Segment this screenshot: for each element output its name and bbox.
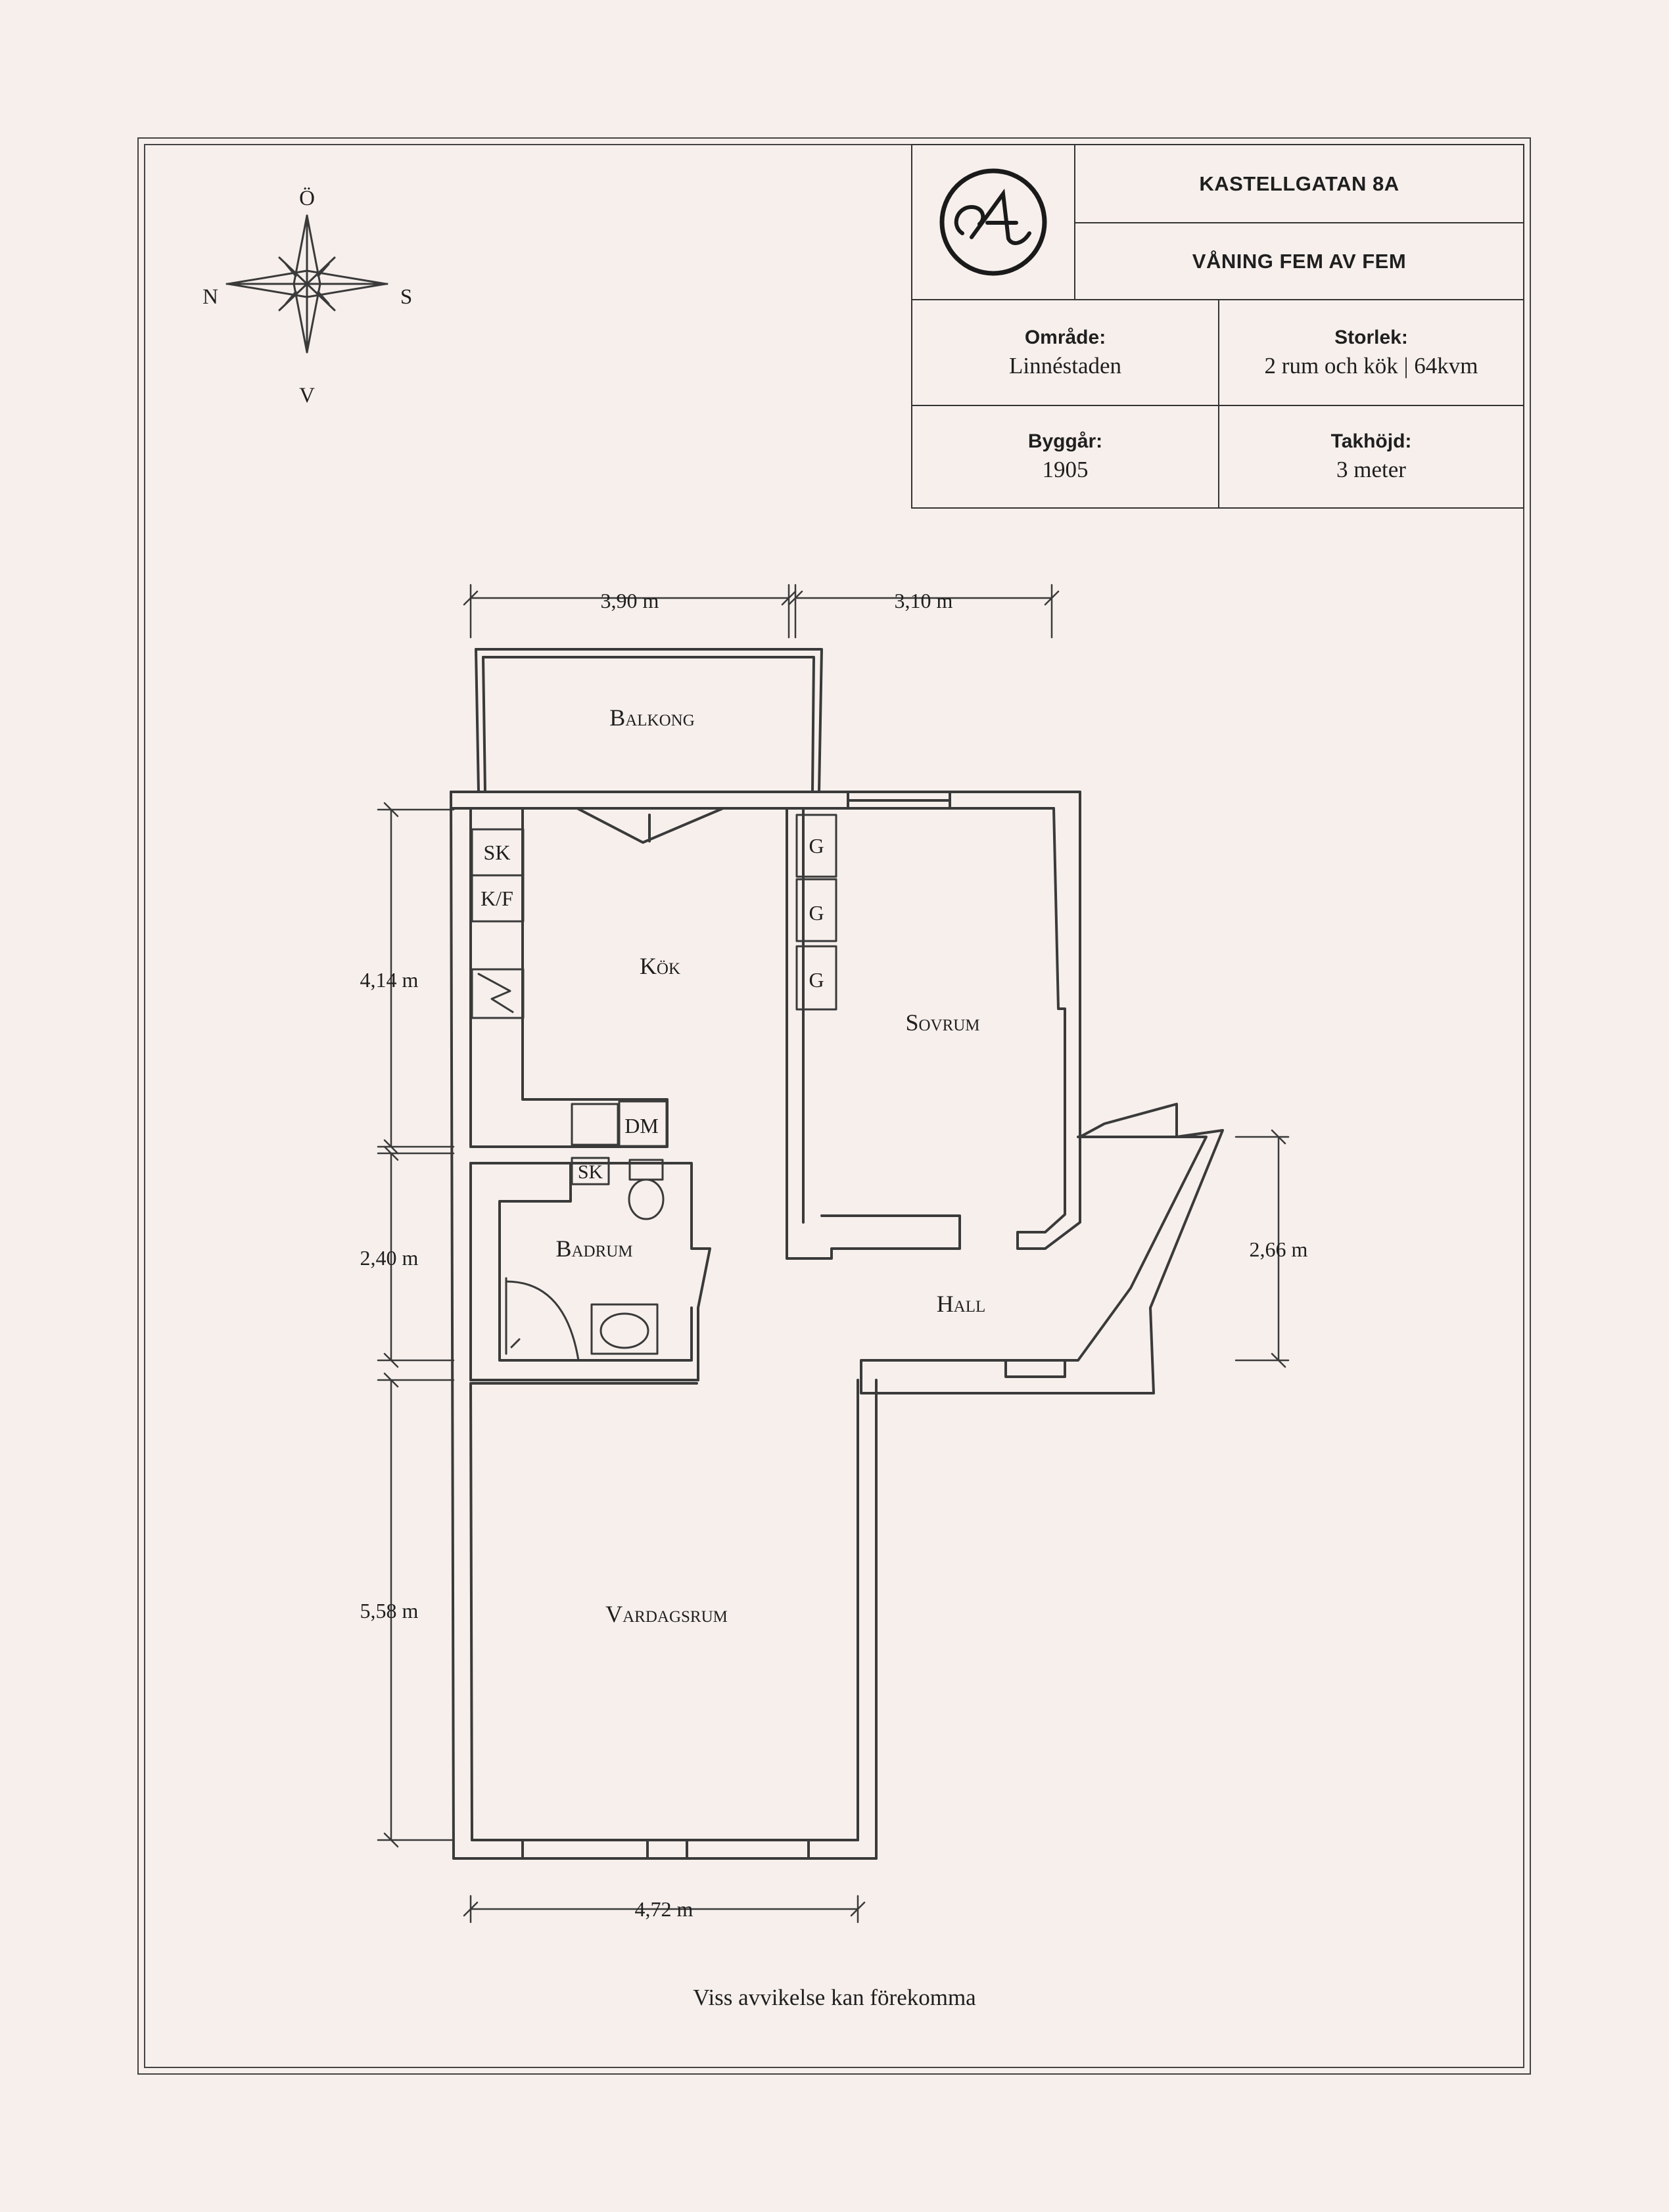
- fixture-kf: K/F: [481, 887, 513, 910]
- fixture-g3: G: [809, 968, 824, 992]
- disclaimer-text: Viss avvikelse kan förekomma: [693, 1985, 976, 2010]
- room-kitchen: Kök: [640, 953, 680, 979]
- year-value: 1905: [1042, 457, 1089, 482]
- dim-left-3: 5,58 m: [360, 1599, 419, 1623]
- inner-frame: [144, 144, 1524, 2068]
- address-cell: KASTELLGATAN 8A: [1074, 144, 1524, 223]
- compass-west-label: V: [299, 384, 315, 407]
- size-value: 2 rum och kök | 64kvm: [1264, 352, 1478, 379]
- compass-south-label: S: [400, 285, 412, 309]
- height-cell: Takhöjd: 3 meter: [1218, 405, 1524, 509]
- outer-frame: [137, 137, 1531, 2075]
- dim-right-hall: 2,66 m: [1250, 1237, 1308, 1261]
- size-label: Storlek:: [1334, 326, 1408, 348]
- area-label: Område:: [1024, 326, 1106, 348]
- height-value: 3 meter: [1336, 457, 1406, 482]
- compass-east-label: Ö: [299, 187, 315, 210]
- dim-bottom: 4,72 m: [635, 1897, 693, 1921]
- floor-text: VÅNING FEM AV FEM: [1192, 249, 1407, 273]
- fixture-g1: G: [809, 834, 824, 858]
- address-text: KASTELLGATAN 8A: [1199, 172, 1399, 195]
- room-bathroom: Badrum: [555, 1235, 632, 1262]
- fixture-dm: DM: [624, 1114, 659, 1138]
- dim-left-1: 4,14 m: [360, 968, 419, 992]
- year-label: Byggår:: [1027, 430, 1103, 452]
- dim-top-left: 3,90 m: [601, 589, 659, 612]
- wardrobe-fixtures: [795, 814, 837, 1011]
- bath-fixtures: [505, 1157, 665, 1362]
- dim-left-2: 2,40 m: [360, 1246, 419, 1270]
- room-hall: Hall: [937, 1291, 986, 1317]
- fixture-sk-kitchen: SK: [484, 841, 511, 864]
- compass-north-label: N: [202, 285, 218, 309]
- dim-top-right: 3,10 m: [895, 589, 953, 612]
- size-cell: Storlek: 2 rum och kök | 64kvm: [1218, 299, 1524, 406]
- room-balcony: Balkong: [609, 704, 695, 731]
- compass-rose-icon: [225, 214, 388, 354]
- height-label: Takhöjd:: [1330, 430, 1412, 452]
- room-living: Vardagsrum: [605, 1601, 728, 1627]
- monogram-logo-icon: [939, 168, 1047, 276]
- room-bedroom: Sovrum: [905, 1009, 979, 1036]
- dimension-lines: [377, 584, 1290, 1924]
- balcony-outline: [475, 648, 823, 793]
- fixture-g2: G: [809, 901, 824, 925]
- kitchen-fixtures: [471, 828, 668, 1147]
- area-value: Linnéstaden: [1008, 352, 1122, 379]
- fixture-sk-bath: SK: [578, 1161, 603, 1183]
